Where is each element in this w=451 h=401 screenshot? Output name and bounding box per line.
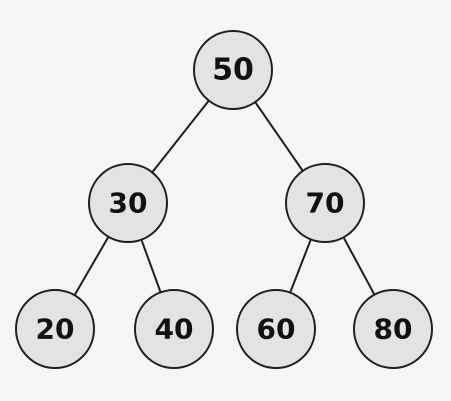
tree-node-70: 70: [285, 163, 365, 243]
node-label-20: 20: [36, 313, 75, 346]
node-label-50: 50: [212, 53, 254, 88]
tree-node-40: 40: [134, 289, 214, 369]
node-label-70: 70: [306, 187, 345, 220]
tree-node-30: 30: [88, 163, 168, 243]
tree-node-80: 80: [353, 289, 433, 369]
node-label-60: 60: [257, 313, 296, 346]
tree-node-50: 50: [193, 30, 273, 110]
tree-node-20: 20: [15, 289, 95, 369]
node-label-40: 40: [155, 313, 194, 346]
node-label-80: 80: [374, 313, 413, 346]
tree-node-60: 60: [236, 289, 316, 369]
node-label-30: 30: [109, 187, 148, 220]
tree-nodes: 50 30 70 20 40 60 80: [15, 30, 433, 369]
